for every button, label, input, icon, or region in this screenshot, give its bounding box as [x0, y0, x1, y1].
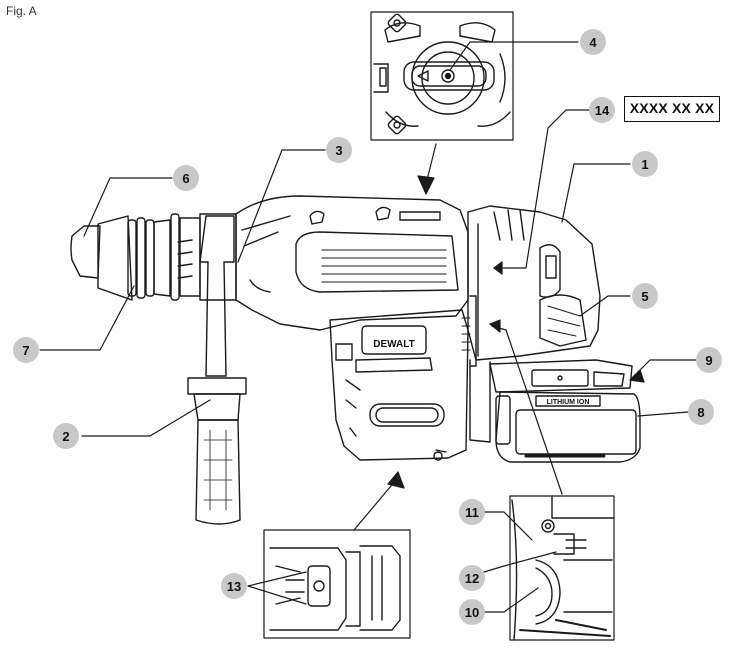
callout-12: 12 — [459, 565, 485, 591]
svg-text:7: 7 — [22, 343, 29, 358]
inset-rear-selector — [509, 495, 615, 641]
battery-text: LITHIUM ION — [547, 399, 590, 406]
svg-text:8: 8 — [697, 405, 704, 420]
callout-1: 1 — [632, 151, 658, 177]
callout-9: 9 — [696, 347, 722, 373]
callout-2: 2 — [53, 423, 79, 449]
side-handle — [187, 215, 247, 525]
svg-text:14: 14 — [595, 103, 610, 118]
callout-8: 8 — [688, 399, 714, 425]
callout-13: 13 — [221, 573, 247, 599]
callout-11: 11 — [459, 499, 485, 525]
svg-text:9: 9 — [705, 353, 712, 368]
svg-text:12: 12 — [465, 571, 479, 586]
callout-6: 6 — [173, 165, 199, 191]
svg-text:1: 1 — [641, 157, 648, 172]
svg-text:11: 11 — [465, 505, 479, 520]
callout-10: 10 — [459, 599, 485, 625]
callout-14: 14 — [589, 97, 615, 123]
battery-pack — [489, 359, 641, 463]
chuck-assembly — [70, 213, 237, 301]
model-code-box: XXXX XX XX — [624, 96, 720, 122]
svg-text:6: 6 — [182, 171, 189, 186]
svg-text:13: 13 — [227, 579, 241, 594]
svg-text:10: 10 — [465, 605, 479, 620]
leader-lines — [39, 41, 697, 613]
callout-3: 3 — [326, 137, 352, 163]
svg-text:4: 4 — [589, 35, 597, 50]
svg-text:3: 3 — [335, 143, 342, 158]
inset-mode-selector — [370, 11, 514, 141]
figure-label: Fig. A — [6, 4, 37, 18]
rotary-hammer-body — [235, 195, 601, 461]
svg-text:5: 5 — [641, 289, 648, 304]
callout-5: 5 — [632, 283, 658, 309]
svg-text:2: 2 — [62, 429, 69, 444]
callout-4: 4 — [580, 29, 606, 55]
brand-text: DEWALT — [373, 339, 414, 350]
inset-bottom-switch — [263, 529, 411, 639]
callouts: 1 2 3 4 5 6 7 8 — [13, 29, 722, 625]
callout-7: 7 — [13, 337, 39, 363]
